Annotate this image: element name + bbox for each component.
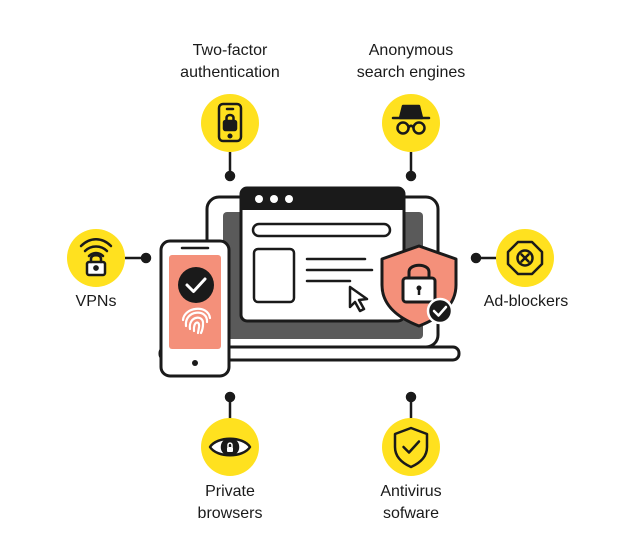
connector-lines	[125, 152, 497, 419]
antivirus-icon-circle	[382, 418, 440, 476]
anonymous-search-icon-circle	[382, 94, 440, 152]
two-factor-icon-circle	[201, 94, 259, 152]
image-placeholder	[252, 247, 296, 304]
label-private-browsers-line2: browsers	[197, 505, 263, 522]
check-badge-icon	[426, 297, 454, 325]
window-dot	[255, 195, 263, 203]
address-bar	[251, 222, 392, 238]
check-circle-icon	[178, 267, 214, 303]
shield-check-icon	[393, 426, 429, 469]
label-anonymous-search: Anonymous search engines	[338, 40, 484, 84]
label-vpns: VPNs	[56, 291, 136, 313]
label-antivirus: Antivirus sofware	[351, 481, 471, 525]
ad-blockers-icon-circle	[496, 229, 554, 287]
smartphone-illustration	[159, 239, 231, 378]
fingerprint-icon	[181, 307, 212, 335]
label-antivirus-line1: Antivirus	[380, 483, 442, 500]
shield-lock-icon	[380, 244, 458, 328]
window-dot	[285, 195, 293, 203]
incognito-icon	[391, 104, 431, 135]
label-private-browsers-line1: Private	[205, 483, 255, 500]
private-browsers-icon-circle	[201, 418, 259, 476]
label-two-factor-line1: Two-factor	[192, 42, 268, 59]
wifi-lock-icon	[79, 238, 113, 277]
label-ad-blockers-line1: Ad-blockers	[483, 293, 569, 310]
cursor-icon	[348, 285, 369, 313]
label-private-browsers: Private browsers	[170, 481, 290, 525]
eye-lock-icon	[208, 437, 252, 457]
label-vpns-line1: VPNs	[75, 293, 117, 310]
smartphone-lock-icon	[217, 102, 243, 143]
label-antivirus-line2: sofware	[382, 505, 440, 522]
label-ad-blockers: Ad-blockers	[468, 291, 584, 313]
browser-window	[239, 186, 406, 323]
label-anonymous-search-line2: search engines	[356, 64, 466, 81]
label-two-factor-line2: authentication	[180, 64, 280, 81]
label-anonymous-search-line1: Anonymous	[368, 42, 454, 59]
window-dot	[270, 195, 278, 203]
vpns-icon-circle	[67, 229, 125, 287]
block-x-icon	[506, 240, 544, 276]
label-two-factor: Two-factor authentication	[160, 40, 300, 84]
